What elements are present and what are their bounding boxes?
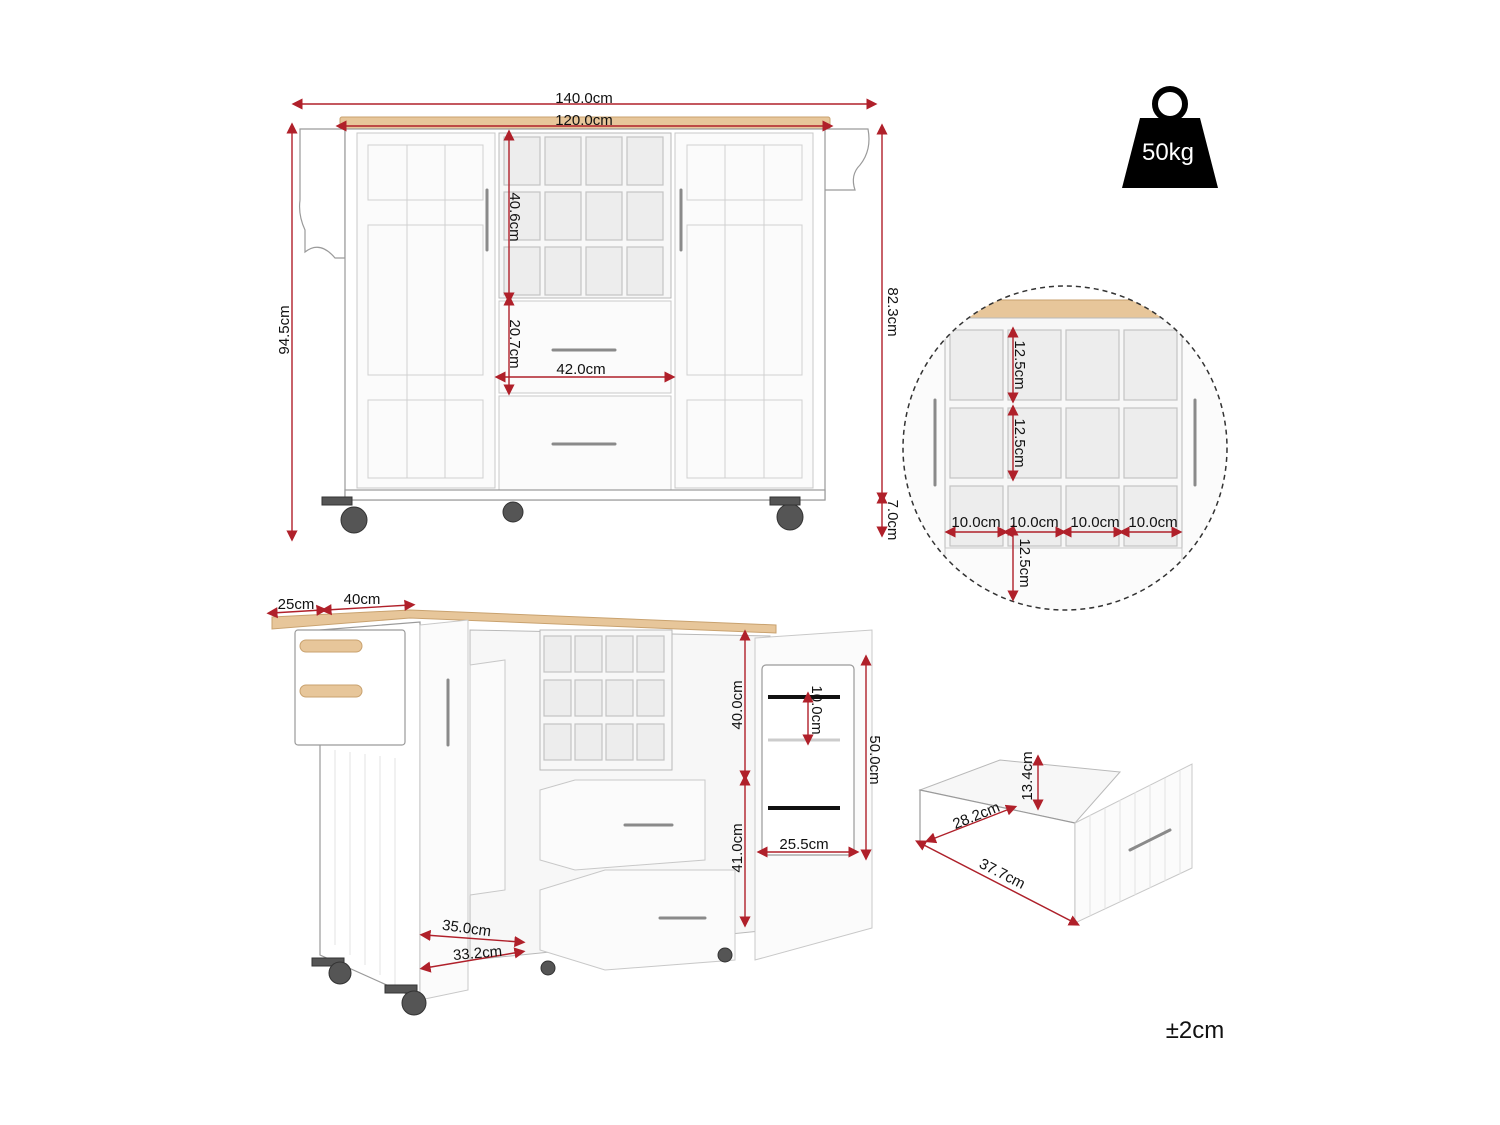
weight-label: 50kg [1142,139,1194,166]
dim-line-drawer-width [915,840,1080,926]
dim-line-depth [320,599,416,616]
towel-bar-upper [299,639,363,653]
drawer-handle [1128,828,1172,852]
front-base [344,489,826,501]
dim-door-height: 50.0cm [866,735,883,784]
door-rack [761,664,855,856]
dim-total-height: 94.5cm [276,305,293,354]
dim-wine-rack-height: 40.6cm [506,192,523,241]
perspective-lower-drawer [539,869,736,971]
zoom-cube-width-3: 10.0cm [1070,514,1119,531]
zoom-circle-border [902,285,1228,611]
dim-line-cabinet-depth [419,929,526,948]
zoom-cube-height-1: 12.5cm [1011,340,1028,389]
perspective-wine-cubes [543,635,665,761]
dim-cabinet-depth: 35.0cm [441,917,492,941]
dim-lower-shelf-height: 41.0cm [729,823,746,872]
dim-body-height: 82.3cm [884,287,901,336]
dim-caster-height: 7.0cm [884,500,901,541]
dim-line-drawer-depth [924,804,1018,844]
zoom-detail: 12.5cm 12.5cm 12.5cm 10.0cm 10.0cm 10.0c… [902,285,1228,611]
zoom-cube-width-2: 10.0cm [1009,514,1058,531]
perspective-view: 25cm 40cm 40.0cm 41.0cm 50.0cm 10.0cm 25… [266,591,883,1016]
right-drop-leaf [821,128,870,191]
dim-door-rack-spacing: 10.0cm [808,685,825,734]
dim-upper-shelf-height: 40.0cm [729,680,746,729]
dim-drop-leaf-depth: 25cm [278,596,315,613]
dim-inner-depth: 33.2cm [452,943,502,964]
perspective-door-shelf [469,659,506,896]
zoom-cube-width-1: 10.0cm [951,514,1000,531]
dim-door-rack-width: 25.5cm [779,836,828,853]
dim-drawer-width: 42.0cm [556,361,605,378]
right-door [674,132,814,489]
perspective-upper-drawer [539,779,706,871]
zoom-cube-height-3: 12.5cm [1016,538,1033,587]
weight-icon: 50kg [1122,86,1218,188]
zoom-cube-height-2: 12.5cm [1011,418,1028,467]
dim-depth: 40cm [344,591,381,608]
towel-bar-lower [299,684,363,698]
dim-line-inner-depth [419,947,526,973]
dim-drawer-detail-height: 13.4cm [1019,751,1036,800]
perspective-left-door [419,619,469,1001]
dim-body-width: 120.0cm [555,112,613,129]
tolerance-note: ±2cm [1166,1017,1225,1044]
dim-drawer-height: 20.7cm [506,319,523,368]
front-view: 140.0cm 120.0cm 94.5cm 82.3cm 7.0cm 40.6… [276,90,901,542]
zoom-cube-width-4: 10.0cm [1128,514,1177,531]
front-upper-drawer [498,300,672,394]
perspective-casters [311,947,733,1016]
dim-overall-width: 140.0cm [555,90,613,107]
drawer-detail: 13.4cm 28.2cm 37.7cm [915,751,1193,926]
left-door [356,132,496,489]
left-drop-leaf [298,128,346,259]
caster-wheels [321,496,804,534]
dim-line-drop-leaf-depth [266,604,328,619]
